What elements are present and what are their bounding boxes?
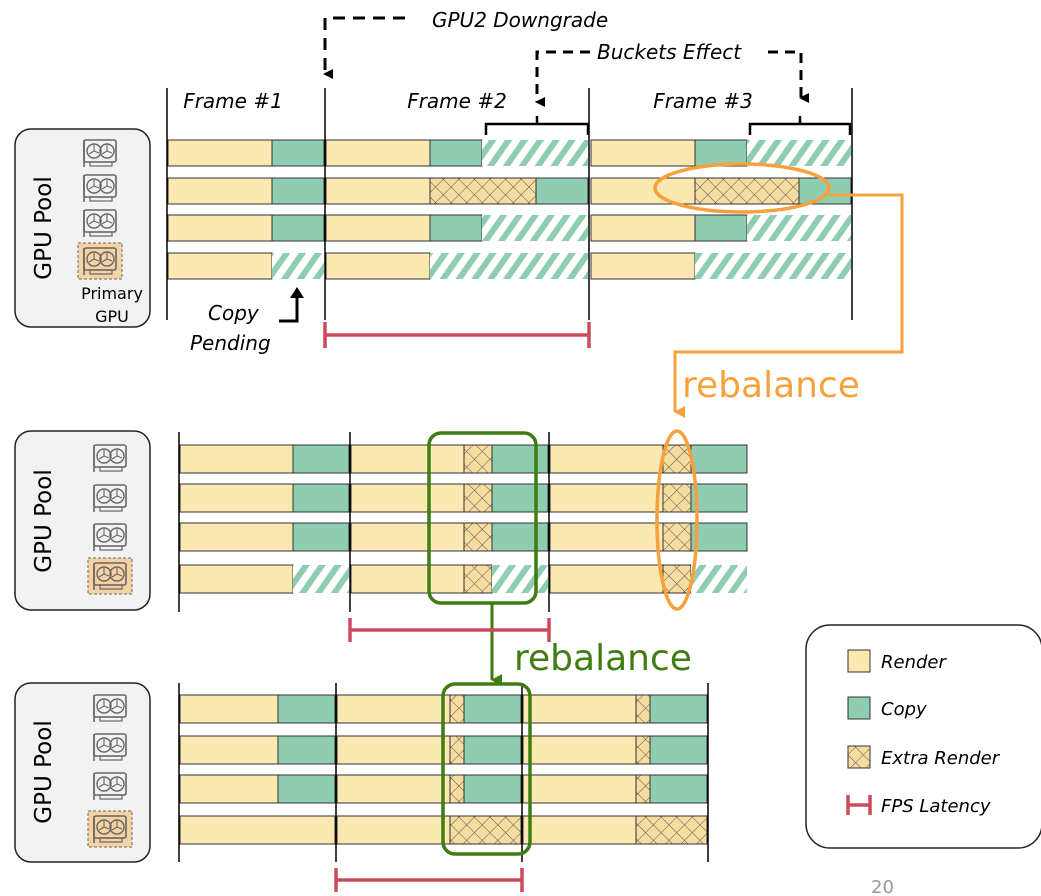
rebalance-label-2: rebalance	[514, 638, 692, 679]
buckets-effect-label: Buckets Effect	[597, 40, 742, 64]
gpu2-downgrade-label: GPU2 Downgrade	[432, 8, 608, 32]
timeline-section-3	[178, 683, 709, 862]
legend-latency-label: FPS Latency	[881, 796, 991, 817]
primary-label-line2: GPU	[95, 307, 129, 326]
frame-label-1: Frame #1	[183, 89, 283, 113]
legend-render-swatch	[847, 649, 871, 673]
legend-copy-label: Copy	[881, 699, 927, 720]
timeline-section-2	[178, 432, 748, 612]
fps-latency-bar-2	[348, 618, 551, 642]
rebalance-highlight-green	[441, 682, 532, 856]
gpu-pool-title: GPU Pool	[31, 469, 57, 572]
gpu-pool-title: GPU Pool	[31, 720, 57, 823]
legend-copy-swatch	[847, 696, 871, 720]
frame-label-3: Frame #3	[653, 89, 753, 113]
buckets-effect-annotation: Buckets Effect	[484, 40, 852, 135]
legend-render-label: Render	[881, 652, 947, 673]
pending-label: Pending	[190, 331, 271, 355]
fps-latency-bar-3	[334, 868, 524, 892]
page-number: 20	[871, 877, 894, 896]
rebalance-label-1: rebalance	[682, 365, 860, 406]
timeline-section-1	[166, 88, 853, 320]
legend-latency-swatch	[846, 795, 872, 815]
legend-extra-swatch	[847, 745, 871, 769]
copy-label: Copy	[208, 301, 260, 325]
rebalance-green: rebalance	[427, 431, 692, 686]
legend-extra-label: Extra Render	[881, 748, 1001, 769]
frame-label-2: Frame #2	[407, 89, 507, 113]
gpu-pool-panel-3: GPU Pool	[14, 682, 151, 863]
rebalance-highlight-orange	[655, 429, 699, 611]
fps-latency-bar-1	[323, 322, 591, 348]
copy-pending-annotation: Copy Pending	[190, 287, 304, 355]
primary-label-line1: Primary	[81, 284, 143, 303]
gpu-pool-title: GPU Pool	[31, 176, 57, 279]
legend: Render Copy Extra Render FPS Latency	[805, 624, 1041, 849]
gpu-pool-panel-2: GPU Pool	[14, 430, 151, 611]
rebalance-orange: rebalance	[653, 162, 904, 418]
gpu-pool-panel-1: GPU Pool Primary GPU	[14, 128, 151, 328]
gpu2-downgrade-annotation: GPU2 Downgrade	[323, 8, 608, 79]
